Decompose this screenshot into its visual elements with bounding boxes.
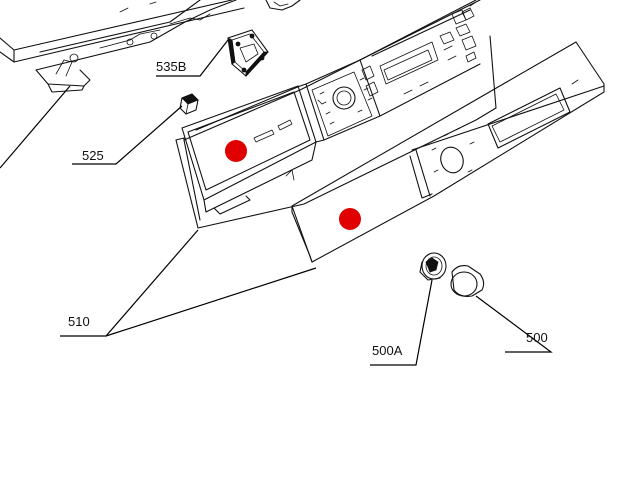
front-decor-panel bbox=[291, 41, 605, 263]
callout-510: 510 bbox=[68, 314, 90, 329]
part-525-clip bbox=[179, 93, 199, 115]
leader-510 bbox=[60, 229, 317, 337]
part-500-knob-cap bbox=[450, 265, 485, 297]
leader-lines bbox=[0, 39, 553, 366]
callout-535b: 535B bbox=[156, 59, 187, 74]
marker-dot-front-panel bbox=[339, 208, 361, 230]
part-500a-knob-base bbox=[419, 252, 447, 281]
top-right-fragment bbox=[265, 0, 301, 11]
leader-535b bbox=[156, 39, 229, 77]
leader-left-offscreen bbox=[0, 85, 71, 169]
callout-500: 500 bbox=[526, 330, 548, 345]
part-535b-clip bbox=[227, 29, 269, 78]
control-panel-housing bbox=[175, 0, 497, 229]
leader-500 bbox=[475, 295, 553, 353]
callout-525: 525 bbox=[82, 148, 104, 163]
top-left-rail-assembly bbox=[0, 0, 245, 93]
leader-500a bbox=[370, 279, 433, 366]
callout-500a: 500A bbox=[372, 343, 403, 358]
marker-dot-drawer bbox=[225, 140, 247, 162]
leader-525 bbox=[72, 105, 183, 165]
